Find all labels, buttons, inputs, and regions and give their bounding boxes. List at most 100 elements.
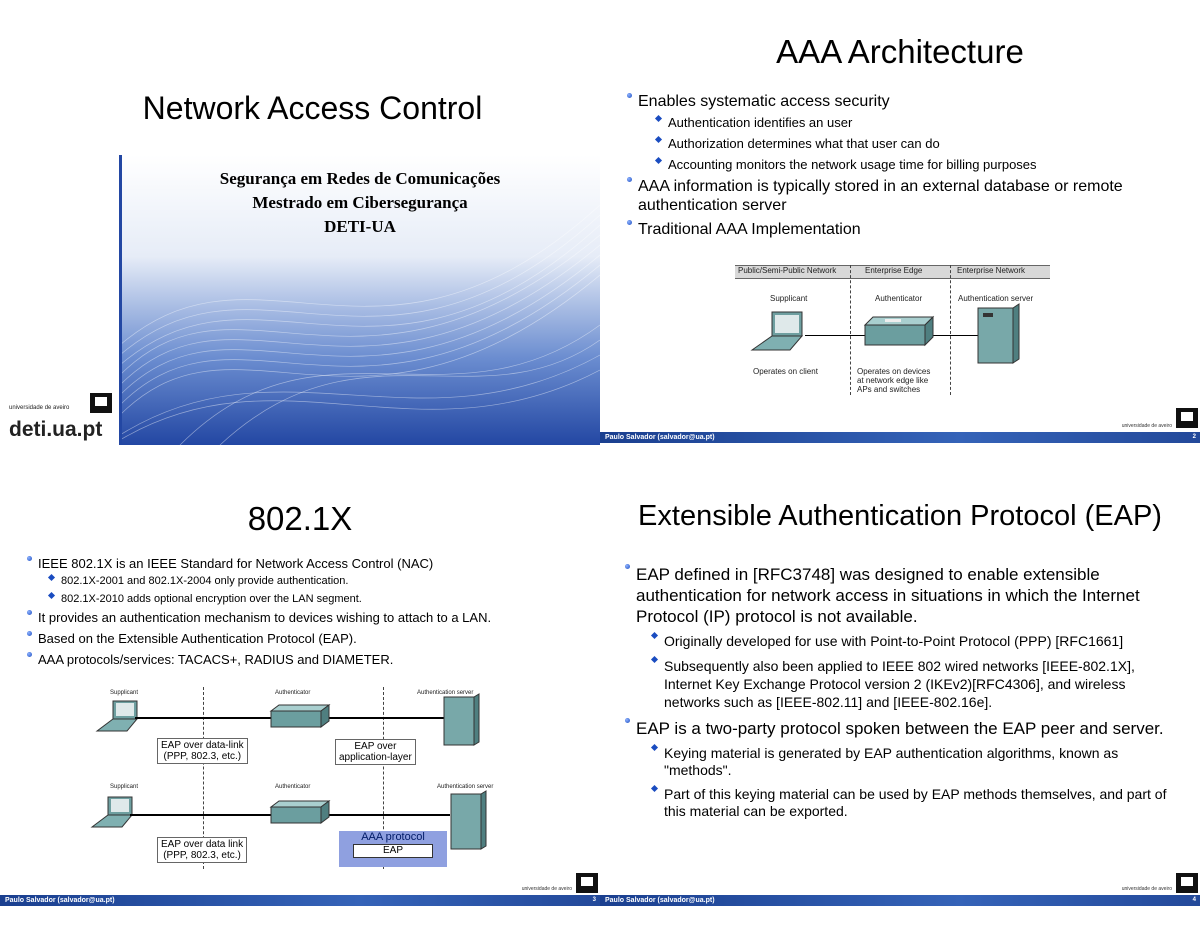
page-number: 2 <box>1192 434 1196 440</box>
footer-author: Paulo Salvador (salvador@ua.pt) <box>5 897 115 904</box>
sub-bullet: 802.1X-2010 adds optional encryption ove… <box>61 593 598 605</box>
eap-app-box: EAP over application-layer <box>335 739 416 765</box>
bullet: EAP is a two-party protocol spoken betwe… <box>625 718 1181 739</box>
slide-1[interactable]: Network Access Control Segurança em Rede… <box>0 0 600 463</box>
server-icon <box>443 693 480 746</box>
bullet-text: Subsequently also been applied to IEEE 8… <box>664 658 1135 710</box>
box-line: EAP over data-link <box>161 740 244 751</box>
bullet-list: EAP defined in [RFC3748] was designed to… <box>625 564 1181 820</box>
col-public: Public/Semi-Public Network <box>738 266 837 275</box>
slide-3[interactable]: 802.1X IEEE 802.1X is an IEEE Standard f… <box>0 463 600 926</box>
slide-title: AAA Architecture <box>776 33 1024 70</box>
course-line-3: DETI-UA <box>324 217 396 236</box>
divider-1 <box>203 687 204 869</box>
authenticator-label-2: Authenticator <box>275 784 311 790</box>
sub-bullet: Authorization determines what that user … <box>668 137 1178 151</box>
page-number: 3 <box>592 897 596 903</box>
bullet-list: IEEE 802.1X is an IEEE Standard for Netw… <box>27 556 598 667</box>
bullet: IEEE 802.1X is an IEEE Standard for Netw… <box>27 556 598 571</box>
ua-label: universidade de aveiro <box>1121 886 1172 892</box>
slide-footer: Paulo Salvador (salvador@ua.pt) 2 <box>600 432 1200 443</box>
sub-bullet: Authentication identifies an user <box>668 116 1178 130</box>
bullet-text: It provides an authentication mechanism … <box>38 610 492 625</box>
switch-icon <box>863 315 935 347</box>
bullet-text: AAA protocols/services: TACACS+, RADIUS … <box>38 652 394 667</box>
slide-footer: Paulo Salvador (salvador@ua.pt) 4 <box>600 895 1200 906</box>
sub-bullet: Accounting monitors the network usage ti… <box>668 158 1178 172</box>
footer-author: Paulo Salvador (salvador@ua.pt) <box>605 434 715 441</box>
slide-footer: Paulo Salvador (salvador@ua.pt) 3 <box>0 895 600 906</box>
bullet: It provides an authentication mechanism … <box>27 610 598 625</box>
switch-icon <box>269 800 331 824</box>
aaa-protocol-box: AAA protocol EAP <box>339 831 447 867</box>
sub-bullet: Originally developed for use with Point-… <box>664 633 1181 650</box>
bullet-text: EAP is a two-party protocol spoken betwe… <box>636 719 1164 738</box>
col-enterprise: Enterprise Network <box>957 266 1026 275</box>
wave-background <box>120 155 600 445</box>
figure-header <box>735 265 1050 279</box>
ua-label: universidade de aveiro <box>1121 423 1172 429</box>
divider-1 <box>850 265 851 395</box>
bullet-text: Accounting monitors the network usage ti… <box>668 157 1037 172</box>
bullet-text: AAA information is typically stored in a… <box>638 178 1123 214</box>
switch-icon <box>269 704 331 728</box>
col-edge: Enterprise Edge <box>865 266 923 275</box>
eap-label: EAP <box>353 844 433 858</box>
bullet-text: Enables systematic access security <box>638 93 890 110</box>
course-line-1: Segurança em Redes de Comunicações <box>219 169 501 188</box>
bullet: AAA information is typically stored in a… <box>627 177 1178 215</box>
bullet: EAP defined in [RFC3748] was designed to… <box>625 564 1181 627</box>
bullet-text: Authentication identifies an user <box>668 115 853 130</box>
bullet: Based on the Extensible Authentication P… <box>27 631 598 646</box>
laptop-icon <box>90 796 134 828</box>
ua-label: universidade de aveiro <box>521 886 572 892</box>
supplicant-label: Supplicant <box>110 690 139 696</box>
slide-title: Network Access Control <box>142 90 483 126</box>
bullet-text: 802.1X-2001 and 802.1X-2004 only provide… <box>61 575 349 587</box>
ua-logo-icon <box>1176 408 1198 428</box>
bullet-list: Enables systematic access security Authe… <box>627 93 1178 239</box>
accent-line <box>119 155 122 445</box>
bullet-text: Traditional AAA Implementation <box>638 221 861 238</box>
supplicant-label: Supplicant <box>770 294 808 303</box>
sub-bullet: Subsequently also been applied to IEEE 8… <box>664 657 1181 711</box>
ua-logo-icon <box>90 393 112 413</box>
note-devices: Operates on devices at network edge like… <box>857 367 931 394</box>
bullet: Traditional AAA Implementation <box>627 220 1178 239</box>
slide-2[interactable]: AAA Architecture Enables systematic acce… <box>600 0 1200 463</box>
page-number: 4 <box>1192 897 1196 903</box>
bullet-text: Authorization determines what that user … <box>668 136 940 151</box>
eap-datalink-box: EAP over data-link (PPP, 802.3, etc.) <box>157 738 248 764</box>
bullet-text: Part of this keying material can be used… <box>664 786 1167 819</box>
course-lines: Segurança em Redes de Comunicações Mestr… <box>120 167 600 239</box>
server-icon <box>450 790 487 850</box>
ua-logo-icon <box>1176 873 1198 893</box>
bullet-text: Based on the Extensible Authentication P… <box>38 631 357 646</box>
aaa-protocol-label: AAA protocol <box>361 831 425 843</box>
box-line: EAP over <box>354 741 397 752</box>
deti-logo: deti.ua.pt <box>9 418 103 441</box>
divider-2 <box>383 687 384 869</box>
server-label: Authentication server <box>958 294 1034 303</box>
slide-title: Extensible Authentication Protocol (EAP) <box>638 500 1162 532</box>
server-label: Authentication server <box>417 690 474 696</box>
box-line: (PPP, 802.3, etc.) <box>163 850 241 861</box>
eap-datalink-box-2: EAP over data link (PPP, 802.3, etc.) <box>157 837 248 863</box>
ua-logo-icon <box>576 873 598 893</box>
bullet: Enables systematic access security <box>627 93 1178 110</box>
slide-title: 802.1X <box>247 500 353 537</box>
sub-bullet: 802.1X-2001 and 802.1X-2004 only provide… <box>61 575 598 587</box>
sub-bullet: Part of this keying material can be used… <box>664 786 1181 820</box>
authenticator-label: Authenticator <box>875 294 923 303</box>
bullet-text: Originally developed for use with Point-… <box>664 633 1124 649</box>
authenticator-label: Authenticator <box>275 690 311 696</box>
laptop-icon <box>750 311 804 351</box>
box-line: EAP over data link <box>161 839 244 850</box>
server-icon <box>977 303 1020 364</box>
eap-figure: Supplicant Authenticator Authentication … <box>85 687 505 872</box>
divider-2 <box>950 265 951 395</box>
sub-bullet: Keying material is generated by EAP auth… <box>664 745 1181 779</box>
slide-4[interactable]: Extensible Authentication Protocol (EAP)… <box>600 463 1200 926</box>
bullet-text: EAP defined in [RFC3748] was designed to… <box>636 565 1140 626</box>
note-client: Operates on client <box>753 367 818 376</box>
